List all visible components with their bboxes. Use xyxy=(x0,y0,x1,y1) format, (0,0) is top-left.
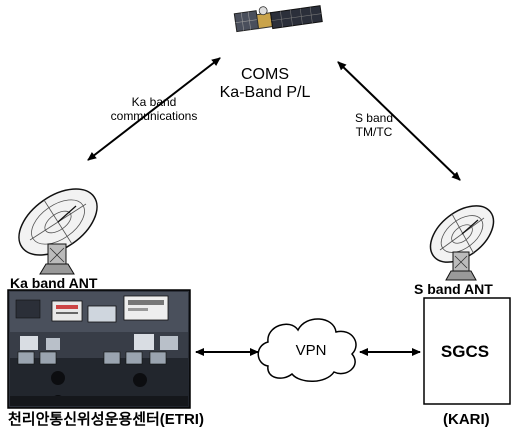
etri-label: 천리안통신위성운용센터(ETRI) xyxy=(8,411,204,428)
satellite-name: COMS xyxy=(241,66,289,83)
s-band-link-label: S band TM/TC xyxy=(344,111,404,139)
vpn-label: VPN xyxy=(295,342,327,359)
satellite-label: COMS Ka-Band P/L xyxy=(200,66,330,102)
satellite-payload: Ka-Band P/L xyxy=(219,84,311,101)
ka-band-link-arrow xyxy=(87,57,221,161)
s-band-link-line-1: S band xyxy=(354,111,394,125)
sgcs-box xyxy=(423,297,511,405)
kari-label: (KARI) xyxy=(443,411,490,428)
ka-antenna-icon xyxy=(18,188,98,275)
ka-band-link-label: Ka band communications xyxy=(104,95,204,123)
control-room-photo xyxy=(7,289,191,409)
s-band-link-line-2: TM/TC xyxy=(355,125,393,139)
s-antenna-icon xyxy=(429,205,495,281)
sgcs-label: SGCS xyxy=(440,342,490,361)
ka-band-link-line-2: communications xyxy=(110,109,198,123)
satellite-icon xyxy=(233,5,323,33)
ka-band-link-line-1: Ka band xyxy=(131,95,177,109)
cloud-icon xyxy=(257,318,357,382)
ka-antenna-label: Ka band ANT xyxy=(10,275,98,291)
s-antenna-label: S band ANT xyxy=(414,281,493,297)
s-band-link-arrow xyxy=(337,61,461,181)
